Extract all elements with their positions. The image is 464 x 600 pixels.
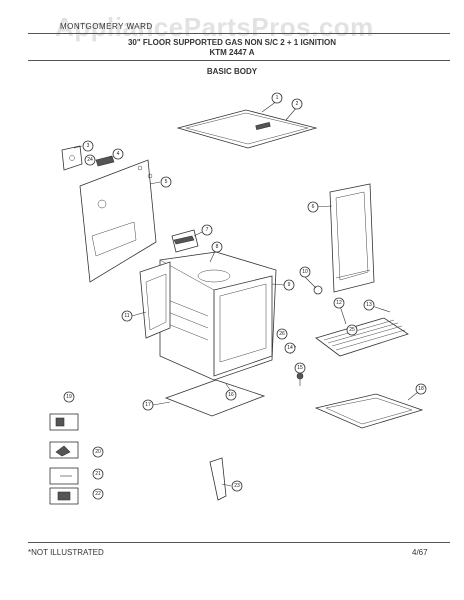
callout-9: 9 [283, 279, 295, 291]
svg-text:24: 24 [87, 157, 93, 163]
svg-text:10: 10 [302, 269, 308, 275]
callout-25: 25 [346, 324, 358, 336]
oven-rack [315, 317, 409, 357]
page-title: 30" FLOOR SUPPORTED GAS NON S/C 2 + 1 IG… [127, 38, 337, 47]
callout-14: 14 [284, 342, 296, 354]
bracket-part [61, 145, 83, 171]
callout-11: 11 [121, 310, 133, 322]
callout-21: 21 [92, 468, 104, 480]
model-number: KTM 2447 A [209, 48, 255, 57]
callout-16: 16 [225, 389, 237, 401]
callout-2: 2 [291, 98, 303, 110]
svg-text:6: 6 [312, 204, 315, 210]
callout-13: 13 [363, 299, 375, 311]
callout-22: 22 [92, 488, 104, 500]
callout-8: 8 [211, 241, 223, 253]
svg-text:4: 4 [117, 151, 120, 157]
svg-text:23: 23 [234, 483, 240, 489]
side-panel [139, 261, 171, 339]
callout-19: 19 [63, 391, 75, 403]
watermark: AppliancePartsPros.com [55, 12, 374, 42]
footer-rule [28, 542, 450, 543]
svg-text:9: 9 [288, 282, 291, 288]
svg-text:18: 18 [418, 386, 424, 392]
back-panel [79, 159, 157, 283]
svg-text:7: 7 [206, 227, 209, 233]
callout-7: 7 [201, 224, 213, 236]
callout-5: 5 [160, 176, 172, 188]
callout-15: 15 [294, 362, 306, 374]
svg-text:5: 5 [165, 179, 168, 185]
callout-1: 1 [271, 92, 283, 104]
svg-text:14: 14 [287, 345, 293, 351]
svg-text:3: 3 [87, 143, 90, 149]
callout-24: 24 [84, 154, 96, 166]
burner-box [171, 229, 199, 253]
oven-body [159, 251, 277, 381]
svg-text:26: 26 [279, 331, 285, 337]
svg-text:1: 1 [276, 95, 279, 101]
callout-18: 18 [415, 383, 427, 395]
svg-text:8: 8 [216, 244, 219, 250]
callout-12: 12 [333, 297, 345, 309]
svg-text:15: 15 [297, 365, 303, 371]
svg-text:22: 22 [95, 491, 101, 497]
svg-text:25: 25 [349, 327, 355, 333]
top-cover-panel [176, 109, 318, 149]
svg-text:11: 11 [124, 313, 129, 319]
leveling-leg [209, 457, 227, 501]
callout-10: 10 [299, 266, 311, 278]
callout-4: 4 [112, 148, 124, 160]
callout-6: 6 [307, 201, 319, 213]
callout-23: 23 [231, 480, 243, 492]
header-rule-top [28, 33, 450, 34]
callout-20: 20 [92, 446, 104, 458]
callout-17: 17 [142, 399, 154, 411]
svg-text:16: 16 [228, 392, 234, 398]
loose-parts-legend [49, 413, 79, 505]
header-rule-bottom [28, 60, 450, 61]
revision-date: 4/67 [412, 548, 428, 557]
svg-text:21: 21 [95, 471, 101, 477]
oven-door [329, 183, 375, 293]
bottom-pan [314, 393, 424, 429]
callout-26: 26 [276, 328, 288, 340]
svg-text:12: 12 [336, 300, 342, 306]
svg-text:2: 2 [296, 101, 299, 107]
svg-text:20: 20 [95, 449, 101, 455]
footnote: *NOT ILLUSTRATED [28, 548, 104, 557]
svg-text:13: 13 [366, 302, 372, 308]
svg-text:17: 17 [145, 402, 151, 408]
clip-part [95, 155, 115, 167]
section-title: BASIC BODY [206, 67, 258, 76]
svg-text:19: 19 [66, 394, 72, 400]
leader-lines [73, 100, 419, 487]
brand-label: MONTGOMERY WARD [60, 22, 153, 31]
base-plate [164, 379, 266, 417]
callout-3: 3 [82, 140, 94, 152]
